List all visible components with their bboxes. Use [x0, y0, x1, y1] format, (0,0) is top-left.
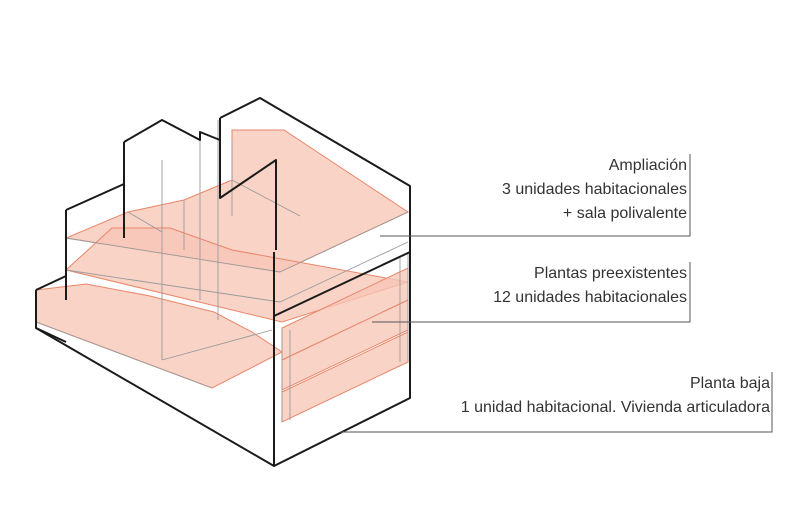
label-ampliacion: Ampliación 3 unidades habitacionales + s… [502, 154, 687, 226]
label-plantas-title: Plantas preexistentes [534, 265, 687, 282]
building-outline [35, 97, 411, 467]
outline-right-volume [219, 97, 411, 317]
leader-plantas [372, 262, 691, 323]
floor-plates [35, 129, 410, 423]
leader-lines [340, 154, 773, 433]
outline-plinth [35, 275, 67, 291]
leader-baja [340, 372, 773, 433]
leader-ampliacion [380, 154, 691, 237]
label-ampliacion-line2: 3 unidades habitacionales [501, 181, 687, 198]
outline-middle-mass [65, 183, 125, 211]
label-planta-baja: Planta baja 1 unidad habitacional. Vivie… [461, 372, 770, 420]
label-plantas-line2: 12 unidades habitacionales [493, 289, 687, 306]
label-ampliacion-title: Ampliación [608, 157, 687, 174]
outline-left-tower [123, 119, 221, 143]
label-plantas-preexistentes: Plantas preexistentes 12 unidades habita… [493, 262, 687, 310]
label-baja-title: Planta baja [689, 375, 770, 392]
label-ampliacion-line3: + sala polivalente [562, 205, 687, 222]
interior-lines [35, 120, 409, 422]
label-baja-line2: 1 unidad habitacional. Vivienda articula… [460, 399, 770, 416]
